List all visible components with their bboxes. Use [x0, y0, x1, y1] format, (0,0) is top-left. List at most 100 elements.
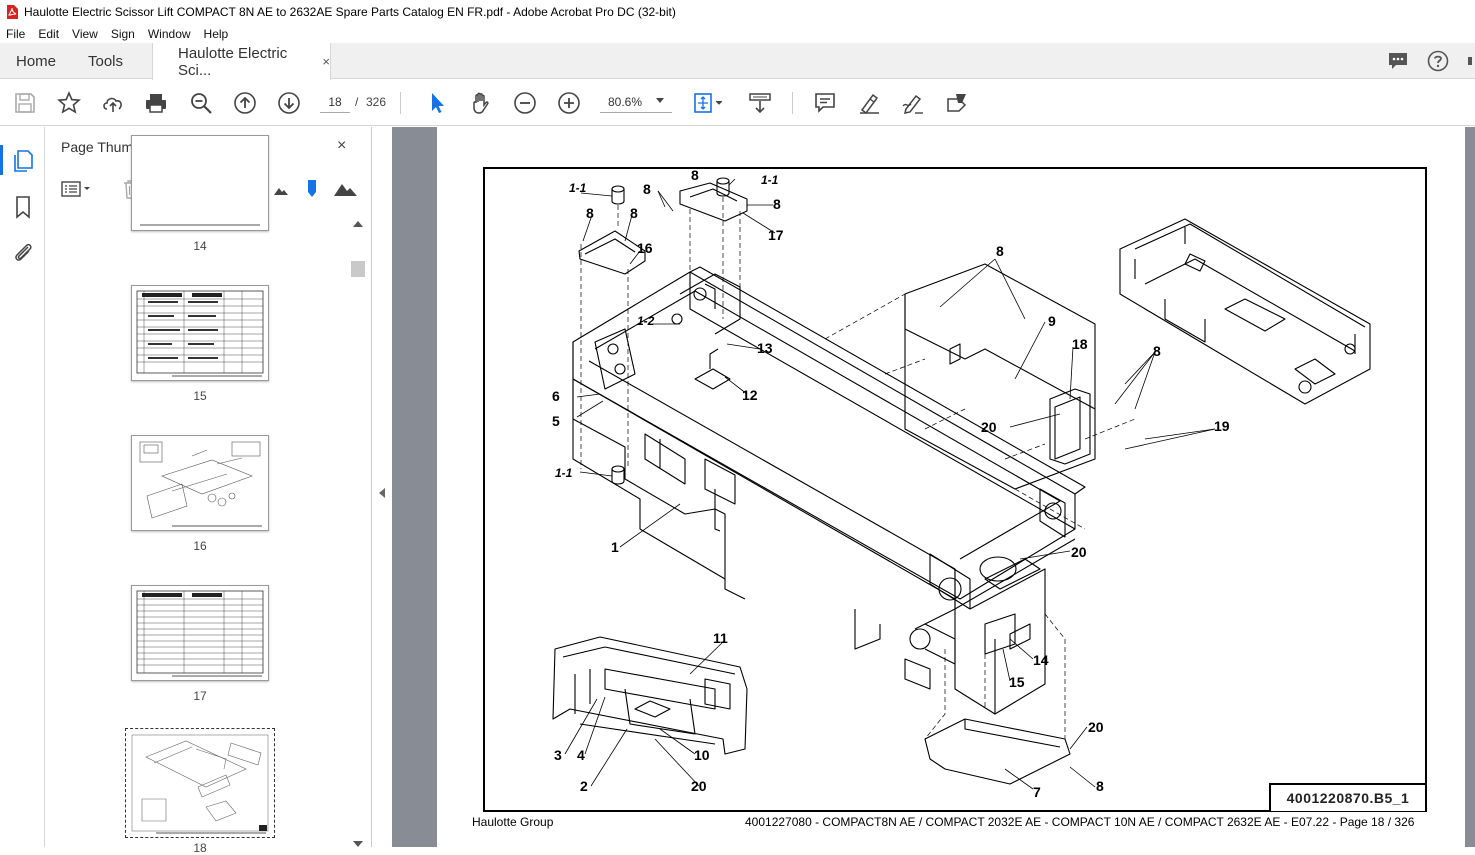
callout-label: 12 [742, 387, 758, 403]
callout-label: 17 [768, 227, 784, 243]
callout-label: 3 [554, 747, 562, 763]
zoom-level-input[interactable] [600, 91, 672, 113]
toolbar-divider [400, 92, 401, 114]
scrollbar-thumb[interactable] [351, 261, 365, 277]
zoom-out-search-icon[interactable] [189, 91, 213, 115]
thumbnail-page-15[interactable] [131, 285, 269, 381]
thumbnail-label: 16 [193, 539, 207, 553]
callout-label: 13 [757, 340, 773, 356]
callout-label: 8 [630, 205, 638, 221]
callout-label: 8 [1153, 343, 1161, 359]
next-page-icon[interactable] [277, 91, 301, 115]
callout-label: 1-2 [637, 314, 655, 328]
close-panel-icon[interactable]: × [337, 137, 347, 154]
tab-tools[interactable]: Tools [88, 52, 124, 70]
collapse-panel-handle[interactable] [372, 127, 392, 847]
rail-active-indicator [0, 145, 3, 175]
attachment-paperclip-icon[interactable] [11, 240, 35, 264]
thumbnail-page-16[interactable] [131, 435, 269, 531]
thumbnail-options-menu-icon[interactable] [61, 179, 93, 199]
thumbnail-label: 15 [193, 389, 207, 403]
callout-label: 8 [1096, 778, 1104, 794]
menu-sign[interactable]: Sign [110, 26, 135, 41]
zoom-dropdown-chevron-icon[interactable] [656, 98, 664, 103]
document-view[interactable]: 1-1 8 8 8 1-1 8 8 16 17 8 9 18 8 1-2 13 … [392, 127, 1475, 847]
callout-label: 4 [577, 747, 585, 763]
tab-home[interactable]: Home [16, 52, 57, 70]
thumbnail-scrollbar[interactable] [350, 219, 366, 847]
comment-icon[interactable] [813, 91, 837, 115]
callout-label: 1-1 [761, 173, 779, 187]
thumbnail-preview [131, 734, 269, 834]
tab-close-icon[interactable]: × [322, 54, 330, 69]
menu-help[interactable]: Help [203, 26, 229, 41]
fill-sign-icon[interactable] [945, 91, 969, 115]
callout-label: 8 [586, 205, 594, 221]
sign-pen-icon[interactable] [901, 91, 925, 115]
help-icon[interactable] [1427, 50, 1449, 72]
page-footer-company: Haulotte Group [472, 815, 554, 829]
small-thumbnail-icon[interactable] [270, 179, 292, 199]
fit-page-icon[interactable] [692, 91, 726, 115]
callout-label: 16 [637, 240, 653, 256]
previous-page-icon[interactable] [233, 91, 257, 115]
callout-label: 7 [1033, 784, 1041, 800]
callout-label: 14 [1033, 652, 1049, 668]
left-navigation-rail [0, 127, 45, 847]
page-thumbnails-icon[interactable] [11, 149, 35, 173]
zoom-out-icon[interactable] [513, 91, 537, 115]
select-cursor-icon[interactable] [425, 91, 449, 115]
drawing-reference-code: 4001220870.B5_1 [1269, 783, 1425, 811]
callout-label: 9 [1048, 313, 1056, 329]
callout-label: 20 [1088, 719, 1104, 735]
print-icon[interactable] [144, 91, 168, 115]
document-scrollbar[interactable] [1465, 127, 1475, 847]
scroll-mode-icon[interactable] [748, 91, 772, 115]
large-thumbnail-icon[interactable] [333, 179, 359, 199]
tab-bar: Home Tools Haulotte Electric Sci... × [0, 43, 1475, 80]
save-icon[interactable] [13, 91, 37, 115]
thumbnail-page-17[interactable] [131, 585, 269, 681]
window-title: Haulotte Electric Scissor Lift COMPACT 8… [24, 5, 676, 19]
collapse-arrow-icon[interactable] [379, 488, 385, 498]
overflow-menu-icon[interactable] [1467, 50, 1473, 72]
tab-bar-right [1387, 43, 1475, 79]
thumbnail-label: 17 [193, 689, 207, 703]
comment-bubble-icon[interactable] [1387, 50, 1409, 72]
thumbnail-size-slider-icon[interactable] [301, 179, 323, 199]
menu-file[interactable]: File [6, 26, 26, 41]
upload-cloud-icon[interactable] [101, 91, 125, 115]
zoom-in-icon[interactable] [557, 91, 581, 115]
page-thumbnails-panel: Page Thumbnails × [45, 127, 372, 855]
tab-document[interactable]: Haulotte Electric Sci... × [152, 43, 331, 80]
scroll-up-arrow-icon[interactable] [353, 221, 363, 227]
callout-label: 20 [1071, 544, 1087, 560]
callout-label: 8 [996, 243, 1004, 259]
main-toolbar: / 326 [0, 80, 1475, 126]
bookmark-icon[interactable] [11, 195, 35, 219]
menu-view[interactable]: View [72, 26, 98, 41]
scroll-down-arrow-icon[interactable] [353, 841, 363, 847]
page-footer-reference: 4001227080 - COMPACT8N AE / COMPACT 2032… [745, 815, 1415, 829]
callout-label: 5 [552, 413, 560, 429]
thumbnail-page-18[interactable] [125, 728, 275, 838]
hand-tool-icon[interactable] [469, 91, 493, 115]
thumbnail-page-14[interactable] [131, 135, 269, 231]
thumbnail-label: 14 [193, 239, 207, 253]
title-bar: Haulotte Electric Scissor Lift COMPACT 8… [0, 0, 1475, 24]
menu-edit[interactable]: Edit [38, 26, 60, 41]
menu-bar: File Edit View Sign Window Help [0, 24, 1475, 43]
acrobat-pdf-icon [7, 5, 18, 19]
callout-label: 1 [611, 539, 619, 555]
highlight-pen-icon[interactable] [857, 91, 881, 115]
menu-window[interactable]: Window [147, 26, 191, 41]
page-number-input[interactable] [320, 91, 350, 113]
callout-label: 20 [981, 419, 997, 435]
callout-label: 15 [1009, 674, 1025, 690]
bookmark-star-icon[interactable] [57, 90, 81, 115]
exploded-parts-drawing-frame: 1-1 8 8 8 1-1 8 8 16 17 8 9 18 8 1-2 13 … [483, 167, 1427, 812]
thumbnail-list: 14 15 [45, 135, 345, 855]
thumbnail-preview [136, 590, 264, 677]
callout-label: 2 [580, 778, 588, 794]
callout-label: 1-1 [555, 466, 573, 480]
